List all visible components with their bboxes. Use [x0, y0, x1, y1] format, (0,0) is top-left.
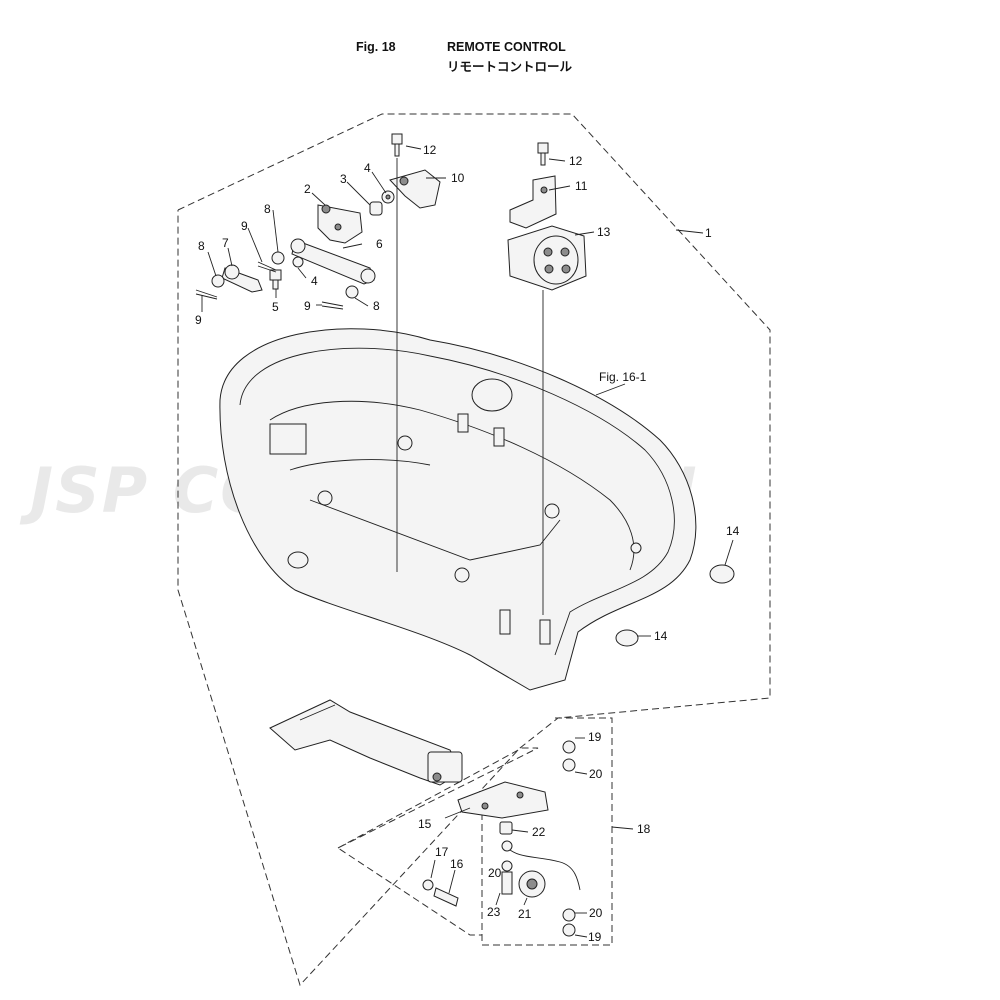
callout-18: 18 [637, 822, 651, 836]
callout-9: 9 [304, 299, 311, 313]
control-box-parts [507, 142, 587, 291]
assembly-outline-lower [337, 747, 539, 936]
callout-3: 3 [340, 172, 347, 186]
callout-12: 12 [423, 143, 437, 157]
callout-20: 20 [488, 866, 502, 880]
callout-14: 14 [654, 629, 668, 643]
callout-8: 8 [198, 239, 205, 253]
callout-9: 9 [195, 313, 202, 327]
callout-21: 21 [518, 907, 532, 921]
callout-19: 19 [588, 730, 602, 744]
cap-parts [615, 564, 735, 647]
callout-20: 20 [589, 906, 603, 920]
callout-13: 13 [597, 225, 611, 239]
callout-1: 1 [705, 226, 712, 240]
callout-15: 15 [418, 817, 432, 831]
figure-reference: Fig. 16-1 [599, 370, 647, 384]
callout-11: 11 [575, 179, 588, 193]
callout-8: 8 [264, 202, 271, 216]
callout-12: 12 [569, 154, 583, 168]
callout-labels: 1 2 3 4 4 5 6 7 8 8 8 9 9 9 10 11 12 12 … [195, 143, 740, 944]
figure-title-japanese: リモートコントロール [447, 60, 573, 74]
leader-lines [201, 145, 734, 938]
callout-2: 2 [304, 182, 311, 196]
callout-5: 5 [272, 300, 279, 314]
callout-20: 20 [589, 767, 603, 781]
callout-17: 17 [435, 845, 449, 859]
assembly-outline-main [177, 113, 771, 986]
callout-8: 8 [373, 299, 380, 313]
callout-4: 4 [364, 161, 371, 175]
callout-23: 23 [487, 905, 501, 919]
callout-4: 4 [311, 274, 318, 288]
callout-16: 16 [450, 857, 464, 871]
bottom-cowl [219, 328, 697, 691]
callout-6: 6 [376, 237, 383, 251]
figure-number: Fig. 18 [356, 40, 396, 54]
callout-10: 10 [451, 171, 465, 185]
linkage-parts [195, 133, 441, 310]
callout-9: 9 [241, 219, 248, 233]
lower-bracket-parts [269, 699, 581, 937]
assembly-outline-18 [481, 717, 613, 946]
figure-title: REMOTE CONTROL [447, 40, 566, 54]
callout-14: 14 [726, 524, 740, 538]
callout-19: 19 [588, 930, 602, 944]
callout-7: 7 [222, 236, 229, 250]
callout-22: 22 [532, 825, 546, 839]
